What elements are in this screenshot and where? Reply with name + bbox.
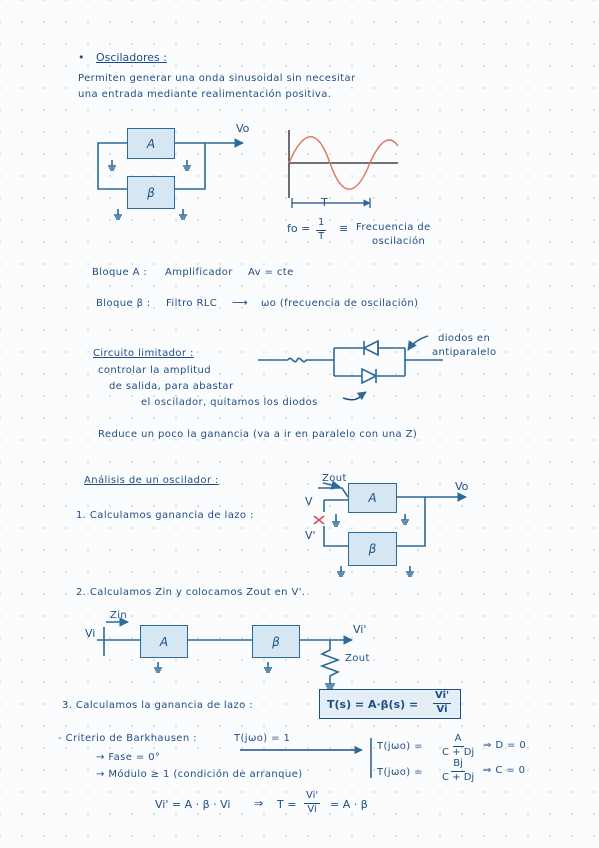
final-lhs: Vi' = A · β · Vi xyxy=(155,798,231,811)
bloque-b-arrow: ⟶ xyxy=(232,296,248,309)
sine-plot xyxy=(288,130,399,208)
bloque-a-eq: Av = cte xyxy=(248,267,294,278)
output-label-vo: Vo xyxy=(236,122,250,135)
diodes-note-1: diodos en xyxy=(438,333,491,344)
limitador-line-3: el oscilador, quitamos los diodos xyxy=(141,397,318,408)
analisis-title: Análisis de un oscilador : xyxy=(84,475,219,486)
freq-fraction: 1 T xyxy=(316,217,327,242)
block-a: A xyxy=(127,128,175,159)
loop-gain-box xyxy=(319,689,461,719)
freq-desc-2: oscilación xyxy=(372,236,426,247)
barkhausen-title: - Criterio de Barkhausen : xyxy=(58,733,197,744)
period-label: T xyxy=(321,196,328,209)
eq2-result: ⇒ C = 0 xyxy=(483,765,526,776)
bullet-icon: • xyxy=(78,51,85,64)
bloque-a-label: Bloque A : xyxy=(92,267,148,278)
bloque-b-desc: ωo (frecuencia de oscilación) xyxy=(261,298,419,309)
freq-lhs: fo = xyxy=(287,222,311,235)
step2-block-a: A xyxy=(140,625,188,658)
page-title: Osciladores : xyxy=(96,51,167,64)
eq2-fraction: Bj C + Dj xyxy=(442,758,475,783)
boxed-fraction: Vi' Vi xyxy=(433,690,452,715)
vi-prime-label: Vi' xyxy=(353,623,367,636)
vi-label: Vi xyxy=(85,627,96,640)
intro-line-2: una entrada mediante realimentación posi… xyxy=(78,89,332,100)
eq2-lhs: T(jωo) = xyxy=(377,767,423,778)
zout2-label: Zout xyxy=(345,653,370,664)
limitador-title: Circuito limitador : xyxy=(93,348,194,359)
final-arrow: ⇒ xyxy=(254,797,264,810)
bloque-b-text: Filtro RLC xyxy=(166,298,218,309)
diode-limiter-circuit xyxy=(258,335,443,385)
reduce-note: Reduce un poco la ganancia (va a ir en p… xyxy=(98,429,418,440)
eq1-lhs: T(jωo) = xyxy=(377,741,423,752)
vo-label: Vo xyxy=(455,480,469,493)
bloque-a-text: Amplificador xyxy=(165,267,233,278)
eq1-result: ⇒ D = 0 xyxy=(483,740,527,751)
eq1-fraction: A C + Dj xyxy=(442,733,475,758)
v-label: V xyxy=(305,495,313,508)
barkhausen-cond: T(jωo) = 1 xyxy=(234,733,291,744)
step-1: 1. Calculamos ganancia de lazo : xyxy=(76,510,254,521)
block-beta: β xyxy=(127,176,175,209)
barkhausen-fase: → Fase = 0° xyxy=(96,752,161,763)
final-rhs: = A · β xyxy=(330,798,368,811)
final-t: T = xyxy=(277,798,297,811)
equiv-symbol: ≡ xyxy=(339,222,349,235)
analysis-block-beta: β xyxy=(348,532,397,566)
step-2: 2. Calculamos Zin y colocamos Zout en V'… xyxy=(76,587,306,598)
analysis-block-a: A xyxy=(348,483,397,513)
diodes-note-2: antiparalelo xyxy=(432,347,497,358)
final-fraction: Vi' Vi xyxy=(304,790,321,815)
barkhausen-modulo: → Módulo ≥ 1 (condición de arranque) xyxy=(96,769,303,780)
zin-label: Zin xyxy=(110,610,128,621)
bloque-b-label: Bloque β : xyxy=(96,298,151,309)
step-3: 3. Calculamos la ganancia de lazo : xyxy=(62,700,254,711)
boxed-lhs: T(s) = A·β(s) = xyxy=(327,698,419,711)
intro-line-1: Permiten generar una onda sinusoidal sin… xyxy=(78,73,356,84)
vprime-label: V' xyxy=(305,529,316,542)
freq-desc-1: Frecuencia de xyxy=(356,222,431,233)
limitador-line-1: controlar la amplitud xyxy=(98,365,211,376)
limitador-line-2: de salida, para abastar xyxy=(109,381,234,392)
zout-label: Zout xyxy=(322,473,347,484)
step2-block-beta: β xyxy=(252,625,300,658)
